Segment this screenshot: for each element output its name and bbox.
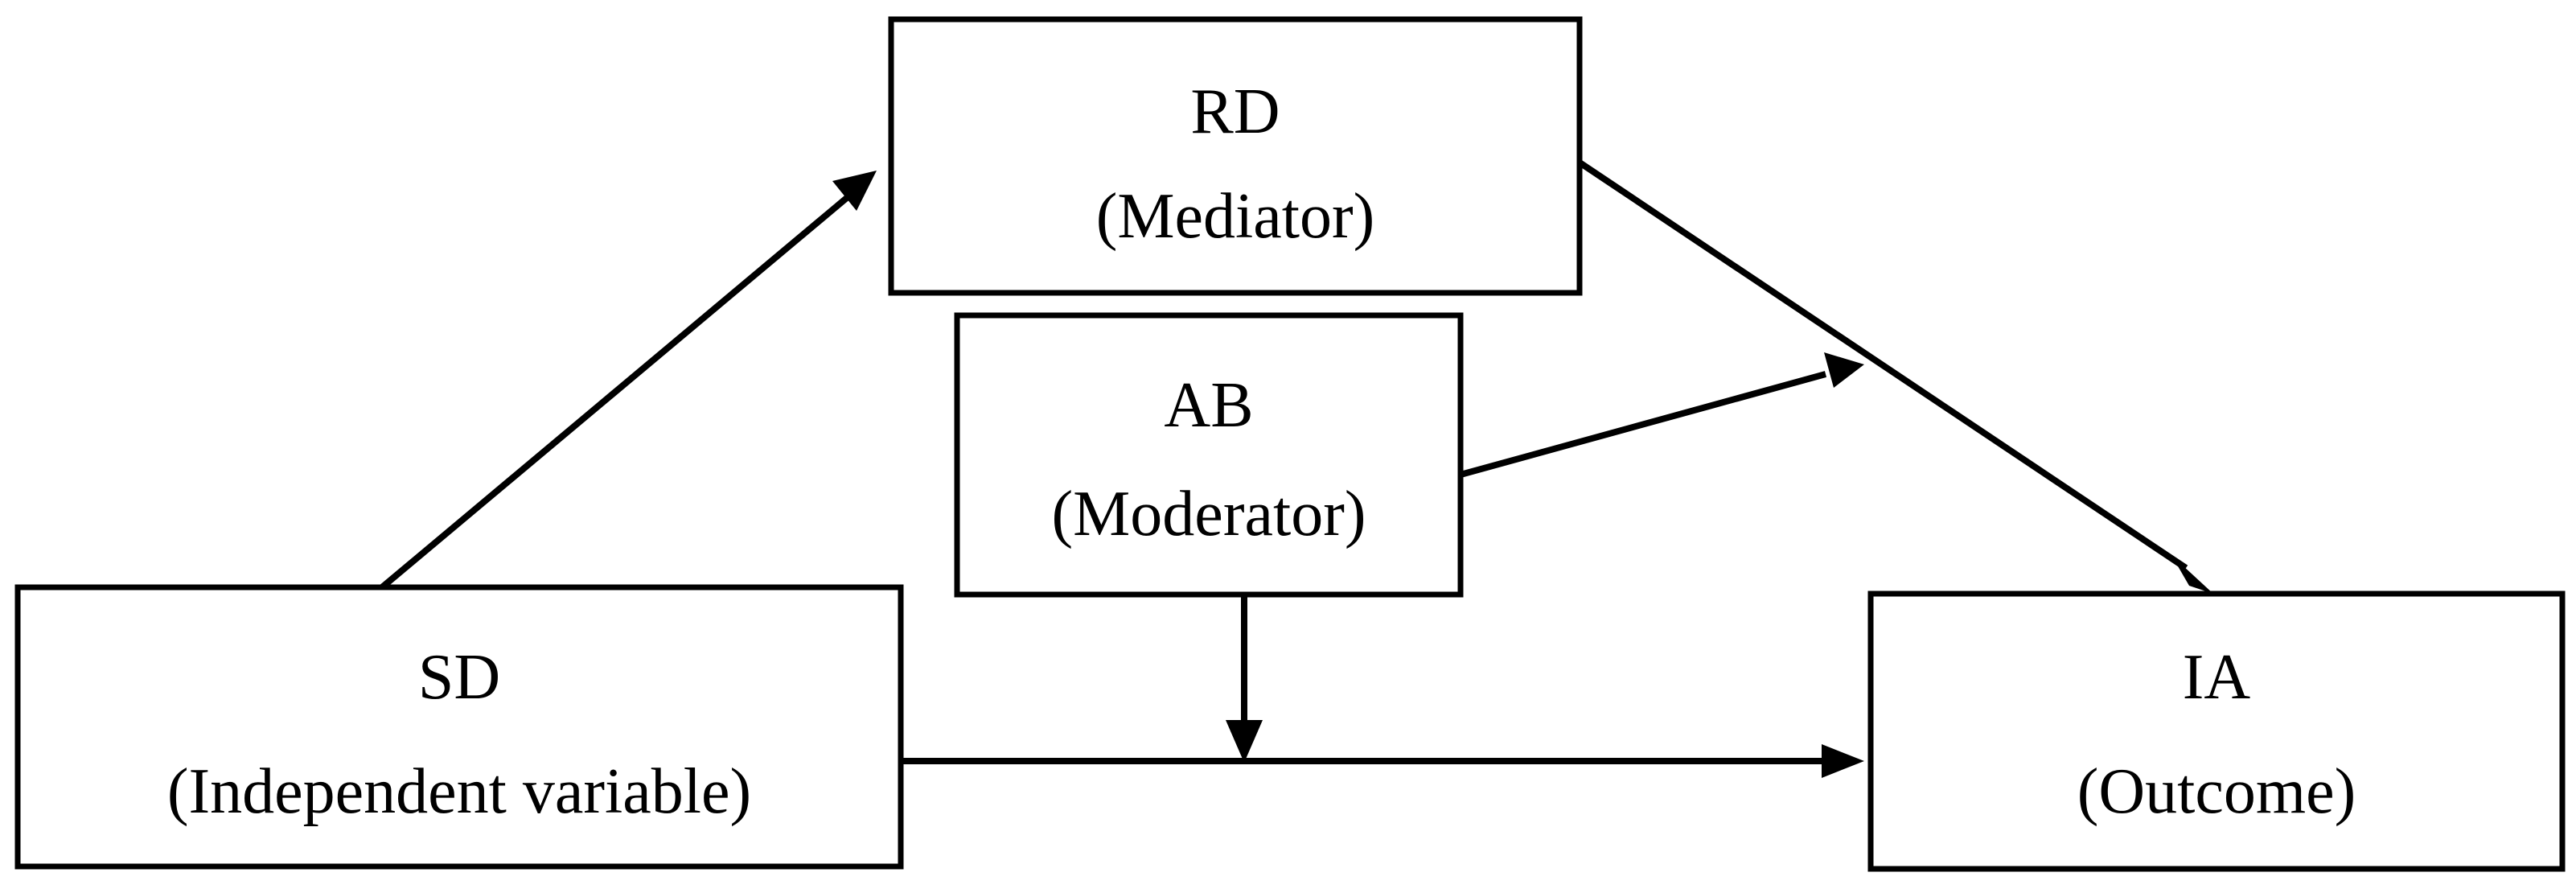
rd-name: RD [1190,76,1280,147]
arrowhead-sd-ia [1822,744,1864,778]
arrowhead-rd-ia [2171,555,2213,594]
arrowhead-ab-rd-ia [1824,352,1864,388]
ab-role: (Moderator) [1052,479,1366,549]
arrowhead-sd-rd [832,171,877,211]
sd-role: (Independent variable) [167,756,751,827]
sd-name: SD [418,642,500,713]
rd-box [888,16,1583,296]
edge-ab-to-rd-ia-path [1459,352,1864,478]
ab-name: AB [1164,370,1253,441]
edge-sd-to-rd [380,171,877,591]
sd-box [14,584,904,870]
ia-box [1867,591,2566,872]
ia-name: IA [2183,642,2251,713]
rd-role: (Mediator) [1096,181,1375,252]
ia-role: (Outcome) [2077,756,2356,827]
ab-box [954,312,1464,598]
edge-ab-to-sd-ia-path [1226,595,1263,763]
arrowhead-ab-sd-ia [1226,720,1263,763]
edge-sd-to-ia [901,744,1864,778]
edge-rd-to-ia [1577,159,2213,594]
